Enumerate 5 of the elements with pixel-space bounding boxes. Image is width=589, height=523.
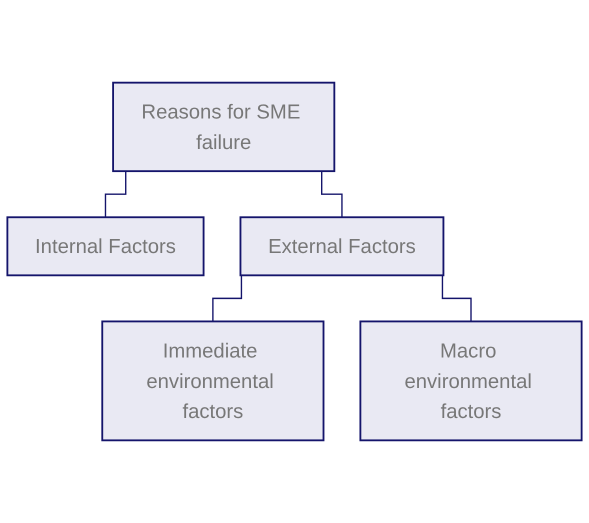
node-box: Internal Factors [6, 216, 204, 276]
node-box: Immediate environmental factors [101, 320, 324, 442]
node-box: Reasons for SME failure [112, 82, 336, 172]
node-box: Macro environmental factors [359, 320, 583, 442]
node-box: External Factors [240, 216, 444, 276]
